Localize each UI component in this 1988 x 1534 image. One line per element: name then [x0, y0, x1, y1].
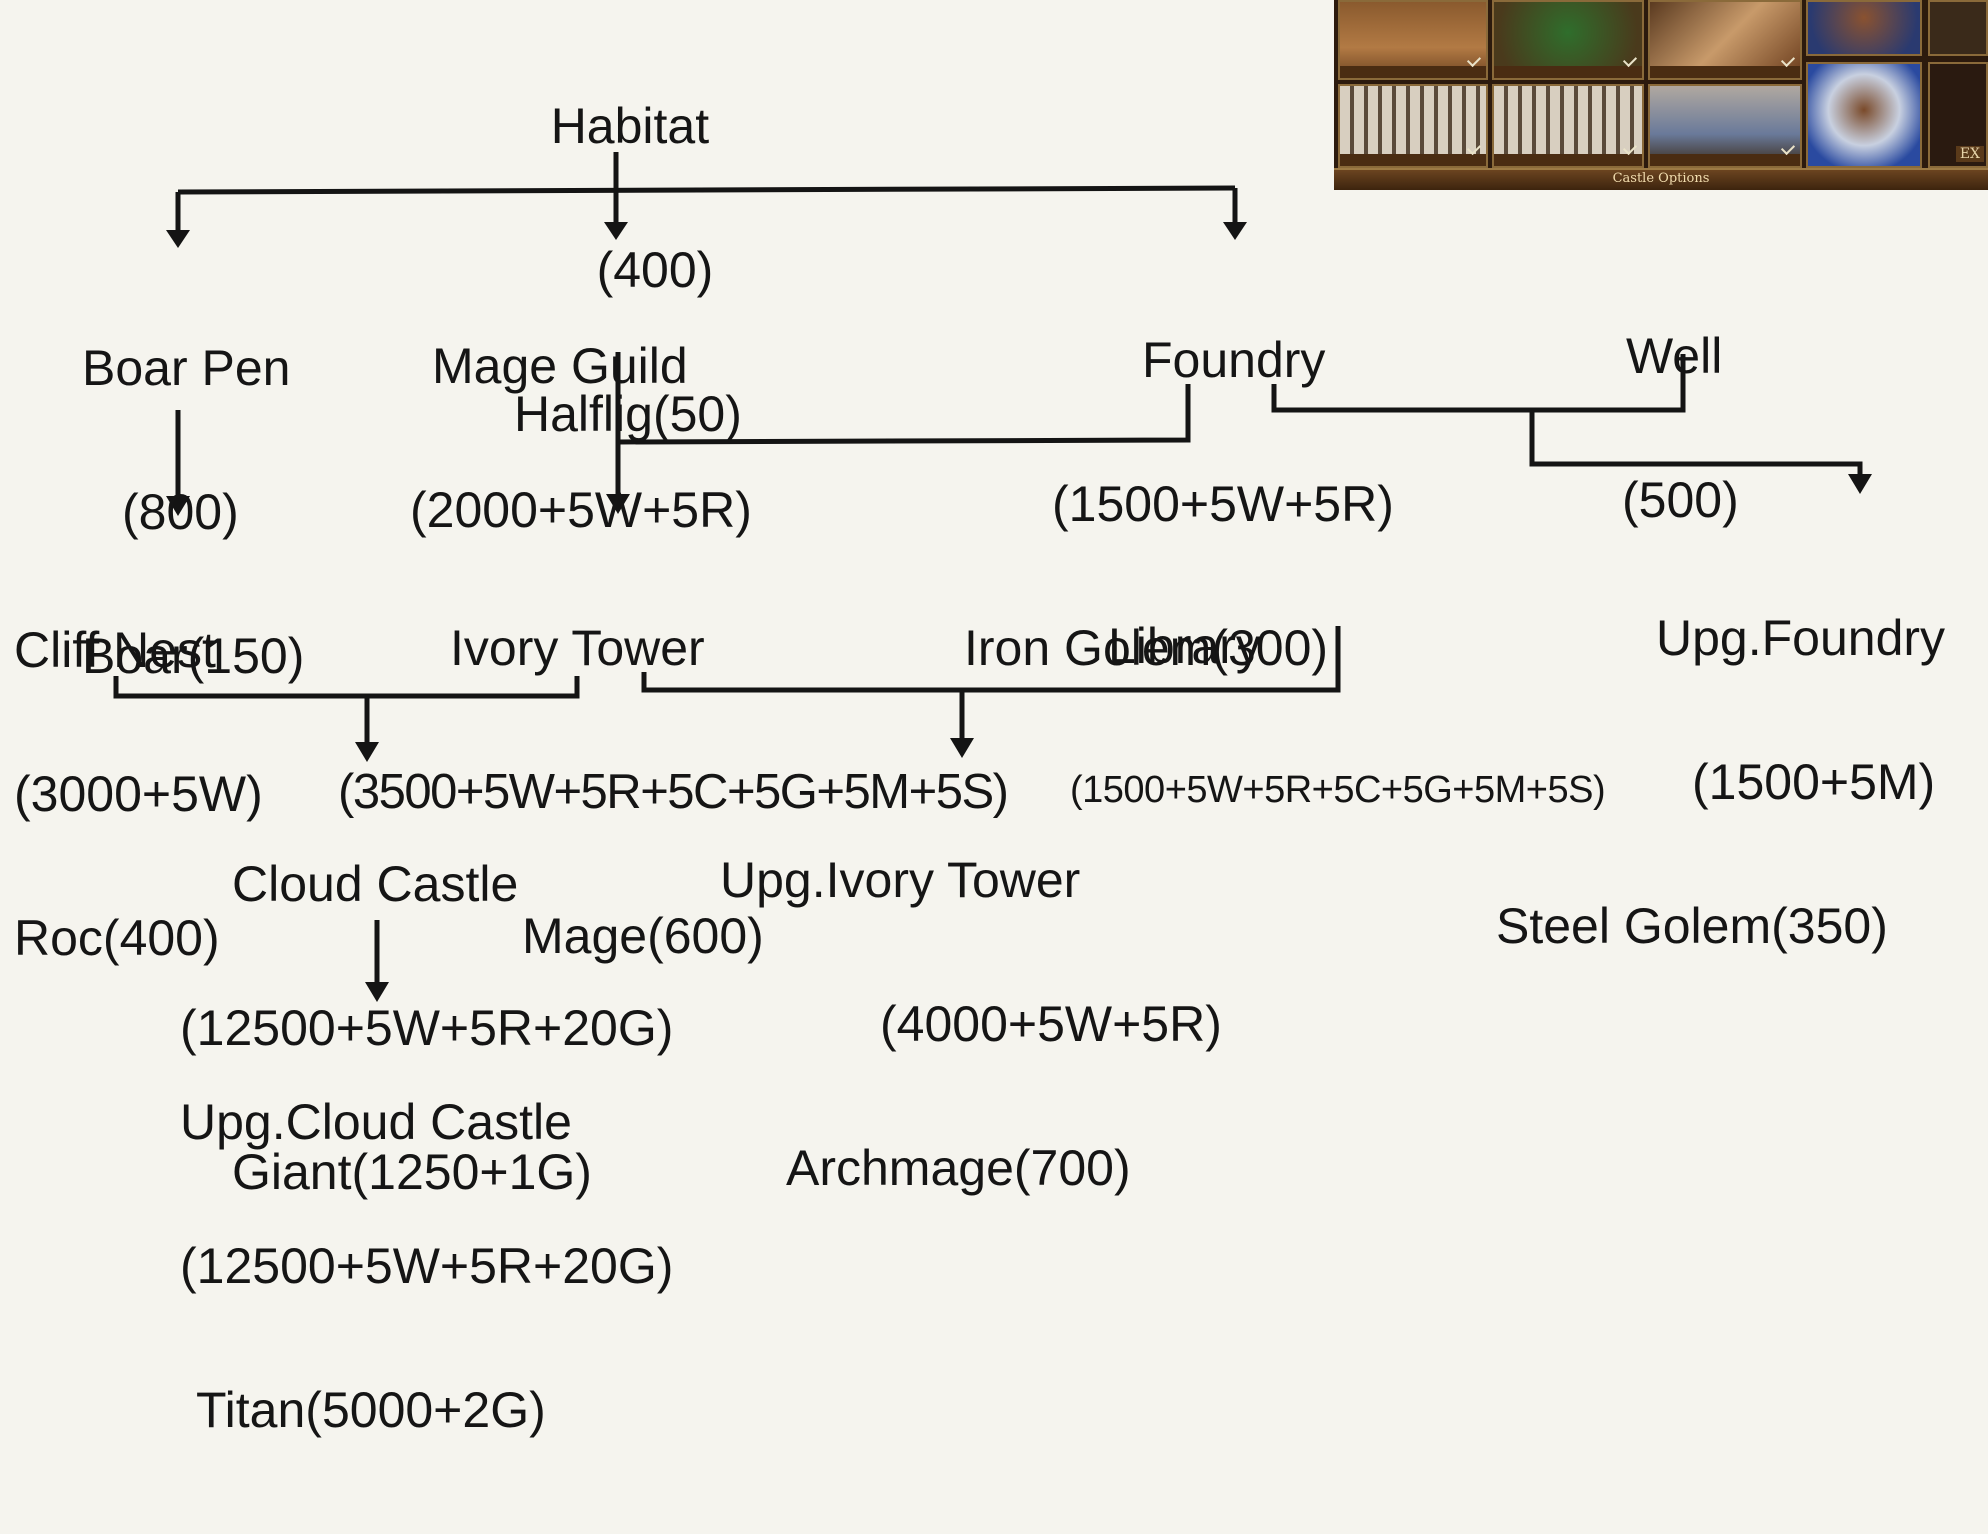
building-tile-right-turret	[1492, 84, 1644, 168]
hero-portrait-bottom	[1806, 62, 1922, 168]
well-title: Well	[1622, 332, 1739, 380]
foundry-title: Foundry	[964, 336, 1394, 384]
built-check-icon	[1623, 53, 1637, 67]
ivory-tower-title: Ivory Tower	[338, 624, 1007, 672]
arrowhead-foundry	[1223, 222, 1247, 240]
habitat-title: Habitat	[518, 102, 742, 150]
node-upg-ivory-tower: Upg.Ivory Tower (4000+5W+5R) Archmage(70…	[720, 760, 1222, 1288]
building-tile-left-turret	[1338, 84, 1488, 168]
castle-options-label: Castle Options	[1613, 171, 1710, 186]
game-screenshot-inset: EX Castle Options	[1334, 0, 1988, 190]
castle-options-bar: Castle Options	[1334, 168, 1988, 190]
upg-foundry-unit: Steel Golem(350)	[1496, 902, 1945, 950]
arrowhead-upg-foundry	[1848, 474, 1872, 494]
hero-portrait-top	[1806, 0, 1922, 56]
upg-ivory-tower-cost: (4000+5W+5R)	[720, 1000, 1222, 1048]
cliff-nest-title: Cliff Nest	[14, 626, 263, 674]
upg-ivory-tower-title: Upg.Ivory Tower	[720, 856, 1222, 904]
upg-foundry-cost: (1500+5M)	[1496, 758, 1945, 806]
boar-pen-cost: (800)	[82, 488, 304, 536]
cloud-castle-title: Cloud Castle	[180, 860, 673, 908]
side-panel-bottom: EX	[1928, 62, 1988, 168]
foundry-cost: (1500+5W+5R)	[964, 480, 1394, 528]
mage-guild-title: Mage Guild	[410, 342, 752, 390]
side-panel-top	[1928, 0, 1988, 56]
node-upg-foundry: Upg.Foundry (1500+5M) Steel Golem(350)	[1496, 518, 1945, 1046]
building-tile-library	[1648, 0, 1802, 80]
arrowhead-boar-pen	[166, 230, 190, 248]
upg-foundry-title: Upg.Foundry	[1496, 614, 1945, 662]
boar-pen-title: Boar Pen	[82, 344, 304, 392]
building-tile-moat	[1648, 84, 1802, 168]
build-tree-diagram: Habitat (400) Halflig(50) Boar Pen (800)…	[0, 0, 1988, 1149]
upg-cloud-castle-unit: Titan(5000+2G)	[180, 1386, 673, 1434]
built-check-icon	[1781, 141, 1795, 155]
built-check-icon	[1467, 141, 1481, 155]
well-cost: (500)	[1622, 476, 1739, 524]
mage-guild-cost: (2000+5W+5R)	[410, 486, 752, 534]
node-upg-cloud-castle: Upg.Cloud Castle (12500+5W+5R+20G) Titan…	[180, 1002, 673, 1530]
building-tile-well	[1338, 0, 1488, 80]
upg-cloud-castle-title: Upg.Cloud Castle	[180, 1098, 673, 1146]
exit-button: EX	[1956, 146, 1984, 162]
built-check-icon	[1467, 53, 1481, 67]
building-tile-orchard	[1492, 0, 1644, 80]
built-check-icon	[1781, 53, 1795, 67]
upg-cloud-castle-cost: (12500+5W+5R+20G)	[180, 1242, 673, 1290]
upg-ivory-tower-unit: Archmage(700)	[720, 1144, 1222, 1192]
built-check-icon	[1623, 141, 1637, 155]
